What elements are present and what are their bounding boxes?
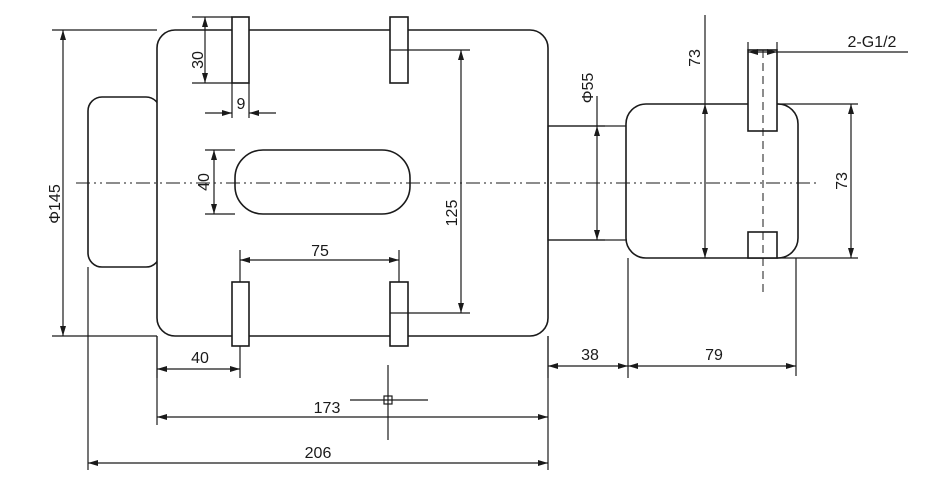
mount-bar-bottom-right — [389, 281, 409, 347]
mount-bar-top-left — [231, 16, 250, 84]
dim-label-73-right: 73 — [834, 172, 851, 190]
dim-label-38: 38 — [581, 347, 599, 364]
dim-label-75: 75 — [311, 243, 329, 260]
dim-label-9: 9 — [237, 96, 246, 113]
dim-label-125: 125 — [444, 200, 461, 227]
callout-label: 2-G1/2 — [848, 34, 897, 51]
dim-label-40-bottom: 40 — [191, 350, 209, 367]
dim-label-206: 206 — [305, 445, 332, 462]
dim-label-40-slot: 40 — [196, 173, 213, 191]
center-mark-box — [383, 395, 393, 405]
dim-label-79: 79 — [705, 347, 723, 364]
dim-label-30: 30 — [190, 51, 207, 69]
dim-label-73-top: 73 — [687, 49, 704, 67]
dim-label-145: Φ145 — [47, 184, 64, 224]
dim-label-173: 173 — [314, 400, 341, 417]
left-end-cap — [87, 96, 161, 268]
dim-label-55: Φ55 — [580, 73, 597, 104]
mount-bar-bottom-left — [231, 281, 250, 347]
right-housing — [625, 103, 799, 259]
center-slot — [234, 149, 411, 215]
